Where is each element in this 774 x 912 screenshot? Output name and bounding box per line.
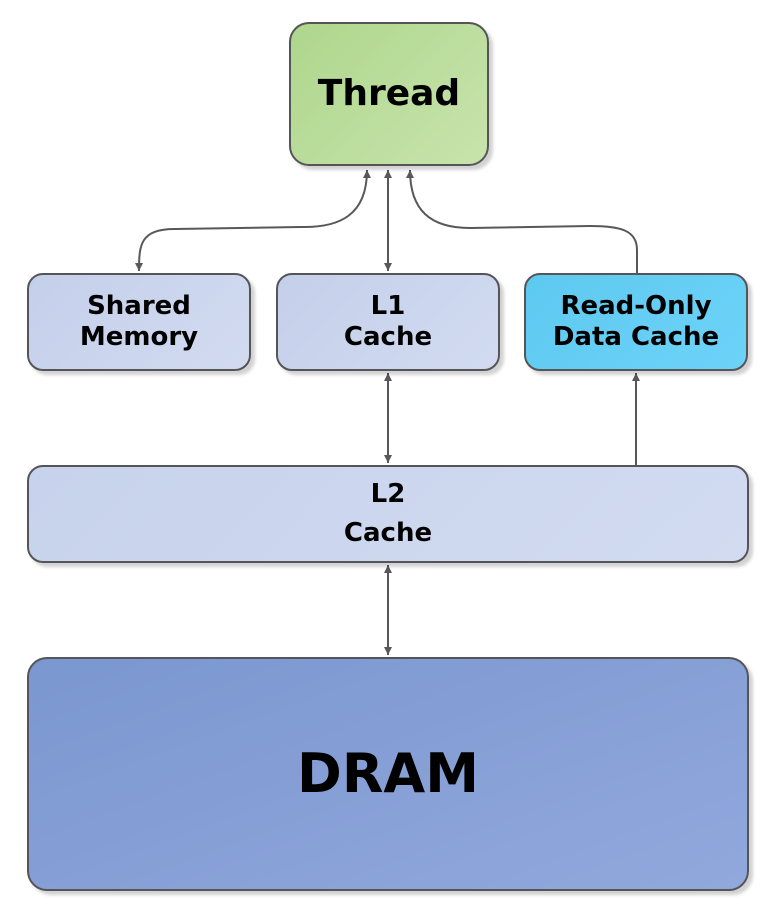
l2-cache-label-line2: Cache: [343, 518, 433, 548]
thread-node: Thread: [289, 22, 489, 166]
l1-cache-label-line2: Cache: [343, 322, 433, 352]
l1-cache-label-line1: L1: [370, 290, 406, 321]
shared-memory-label-line1: Shared: [87, 290, 191, 321]
thread-label: Thread: [317, 73, 461, 115]
read-only-data-cache-node: Read-Only Data Cache: [524, 273, 748, 371]
edge-read-only-to-thread: [406, 169, 638, 273]
shared-memory-label-line2: Memory: [79, 322, 199, 352]
edge-thread-shared-memory: [135, 169, 371, 272]
l1-cache-node: L1 Cache: [276, 273, 500, 371]
read-only-label-line2: Data Cache: [552, 322, 720, 352]
read-only-label-line1: Read-Only: [560, 290, 712, 321]
l2-cache-label-line1: L2: [370, 479, 406, 509]
dram-label: DRAM: [297, 741, 479, 805]
dram-node: DRAM: [27, 657, 749, 891]
l2-cache-node: L2 Cache: [27, 465, 749, 563]
shared-memory-node: Shared Memory: [27, 273, 251, 371]
